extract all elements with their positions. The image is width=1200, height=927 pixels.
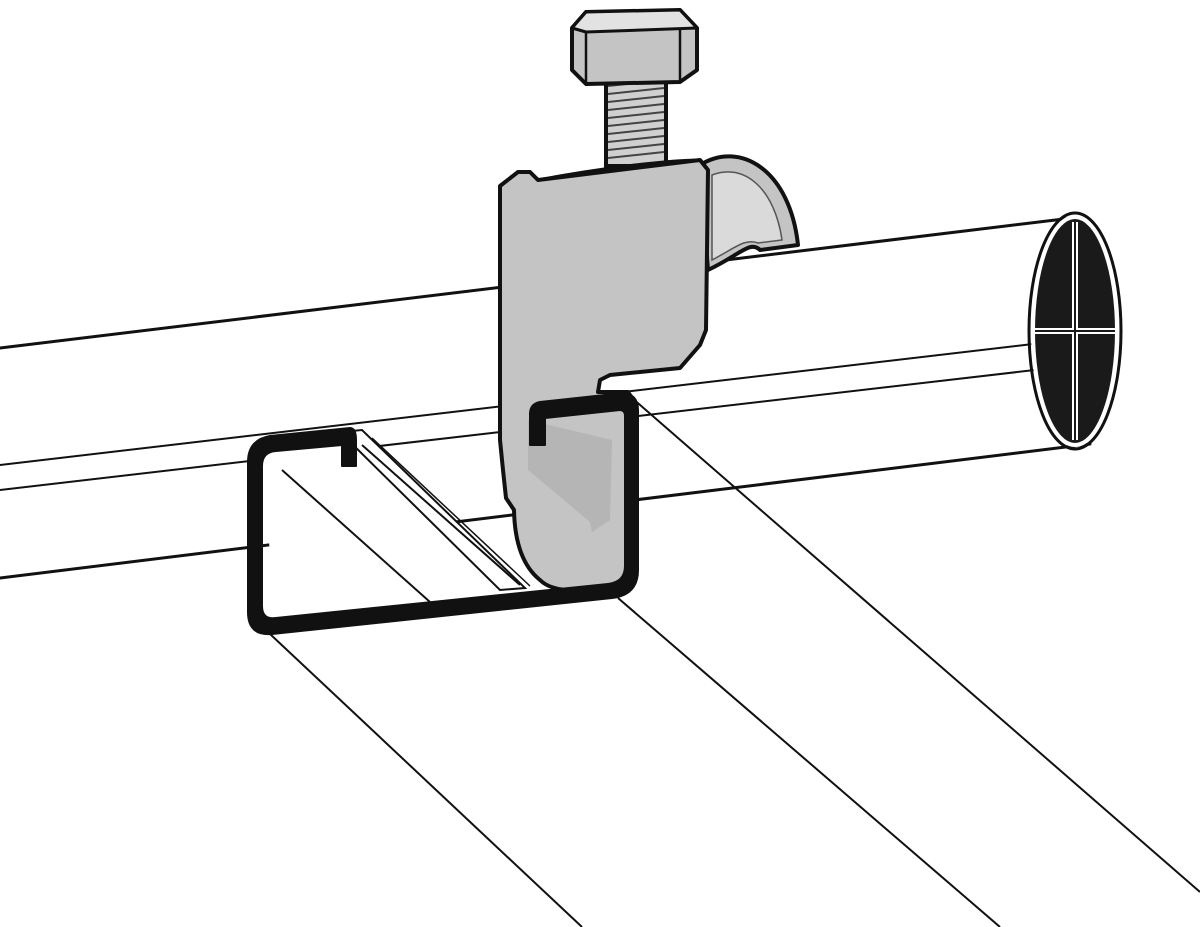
channel-c-profile [247,392,639,636]
hex-head-bolt [570,8,699,168]
channel-left-edge [269,633,583,927]
channel-front-profile [247,392,639,636]
channel-inner-line-1 [281,469,431,603]
clamp-back-flange [698,154,800,272]
beam-clamp [498,158,710,592]
channel-bottom-right-edge [617,597,1001,927]
channel-inner-floor [262,440,500,620]
channel-right-edge [631,397,1200,893]
pipe-end-cap [1027,211,1123,451]
